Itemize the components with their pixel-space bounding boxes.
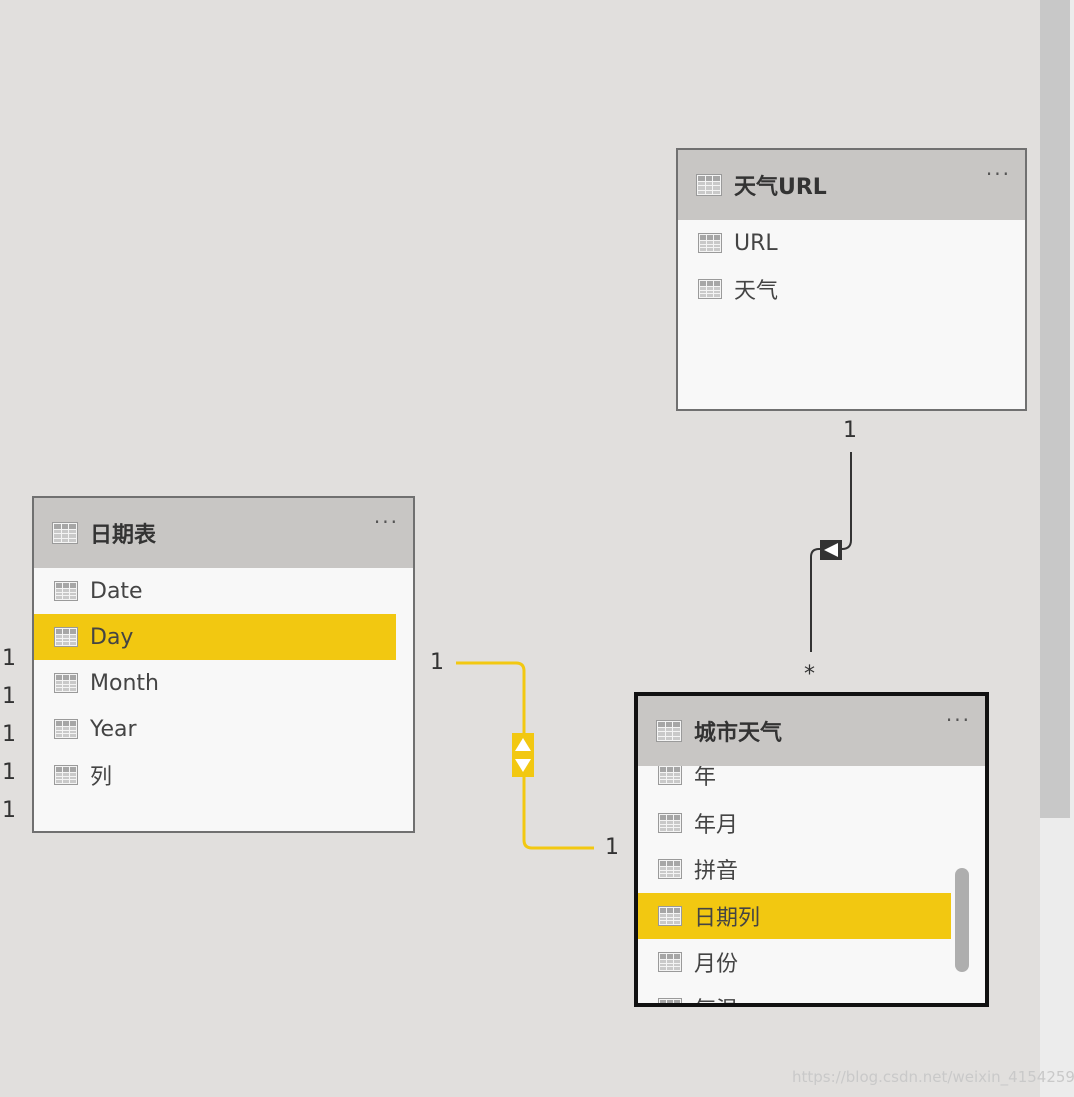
field-row-highlighted[interactable]: Day <box>34 614 396 660</box>
column-icon <box>54 673 78 693</box>
field-row[interactable]: 天气 <box>678 266 1025 312</box>
table-header[interactable]: 城市天气 ··· <box>638 696 985 766</box>
table-title: 城市天气 <box>694 721 783 746</box>
field-row[interactable]: 拼音 <box>638 846 985 892</box>
table-card-city-weather[interactable]: 城市天气 ··· 年 年月 拼音 日期列 月份 气温 <box>634 692 989 1007</box>
table-icon <box>656 720 682 742</box>
table-card-date[interactable]: 日期表 ··· Date Day Month Year 列 <box>32 496 415 833</box>
field-name: 气温 <box>694 992 738 1003</box>
column-icon <box>698 233 722 253</box>
table-icon <box>52 522 78 544</box>
field-name: Date <box>90 578 143 604</box>
column-icon <box>658 906 682 926</box>
field-row[interactable]: 月份 <box>638 939 985 985</box>
field-list-scrollbar[interactable] <box>955 868 969 972</box>
field-row[interactable]: 气温 <box>638 985 985 1003</box>
field-name: 天气 <box>734 279 779 304</box>
column-icon <box>658 859 682 879</box>
column-icon <box>658 998 682 1003</box>
field-name: Year <box>90 716 137 742</box>
canvas-scrollbar-thumb[interactable] <box>1040 0 1070 818</box>
offscreen-cardinality-label: 1 <box>2 760 16 785</box>
field-name: 年月 <box>694 813 739 838</box>
bidirectional-filter-icon[interactable] <box>512 733 534 777</box>
column-icon <box>698 279 722 299</box>
field-name: 列 <box>90 765 113 790</box>
field-row[interactable]: 年 <box>638 765 985 798</box>
column-icon <box>54 765 78 785</box>
column-icon <box>54 581 78 601</box>
table-header[interactable]: 日期表 ··· <box>34 498 413 568</box>
cardinality-label-date: 1 <box>430 650 444 675</box>
field-name: Month <box>90 670 159 696</box>
field-row[interactable]: URL <box>678 220 1025 266</box>
offscreen-cardinality-label: 1 <box>2 722 16 747</box>
watermark: https://blog.csdn.net/weixin_41542593 <box>792 1068 1074 1086</box>
field-row[interactable]: Date <box>34 568 413 614</box>
field-name: 月份 <box>694 952 739 977</box>
field-row[interactable]: Year <box>34 706 413 752</box>
field-name: Day <box>90 624 134 650</box>
more-options-icon[interactable]: ··· <box>985 162 1011 186</box>
field-name: 拼音 <box>694 859 739 884</box>
table-icon <box>696 174 722 196</box>
table-card-weather-url[interactable]: 天气URL ··· URL 天气 <box>676 148 1027 411</box>
field-name: 日期列 <box>694 906 761 931</box>
cardinality-label-url: 1 <box>843 418 857 443</box>
field-row[interactable]: 年月 <box>638 800 985 846</box>
more-options-icon[interactable]: ··· <box>945 708 971 732</box>
column-icon <box>54 627 78 647</box>
column-icon <box>658 952 682 972</box>
offscreen-cardinality-label: 1 <box>2 646 16 671</box>
column-icon <box>54 719 78 739</box>
table-title: 天气URL <box>734 175 827 200</box>
field-row[interactable]: 列 <box>34 752 413 798</box>
column-icon <box>658 766 682 785</box>
single-direction-filter-icon[interactable] <box>820 540 842 560</box>
offscreen-cardinality-label: 1 <box>2 684 16 709</box>
cardinality-label-city-one: 1 <box>605 835 619 860</box>
column-icon <box>658 813 682 833</box>
offscreen-cardinality-label: 1 <box>2 798 16 823</box>
field-row-highlighted[interactable]: 日期列 <box>638 893 951 939</box>
table-title: 日期表 <box>90 523 157 548</box>
field-name: 年 <box>694 765 717 790</box>
field-row[interactable]: Month <box>34 660 413 706</box>
more-options-icon[interactable]: ··· <box>373 510 399 534</box>
field-name: URL <box>734 230 778 256</box>
cardinality-label-city-many: * <box>804 662 815 687</box>
table-header[interactable]: 天气URL ··· <box>678 150 1025 220</box>
